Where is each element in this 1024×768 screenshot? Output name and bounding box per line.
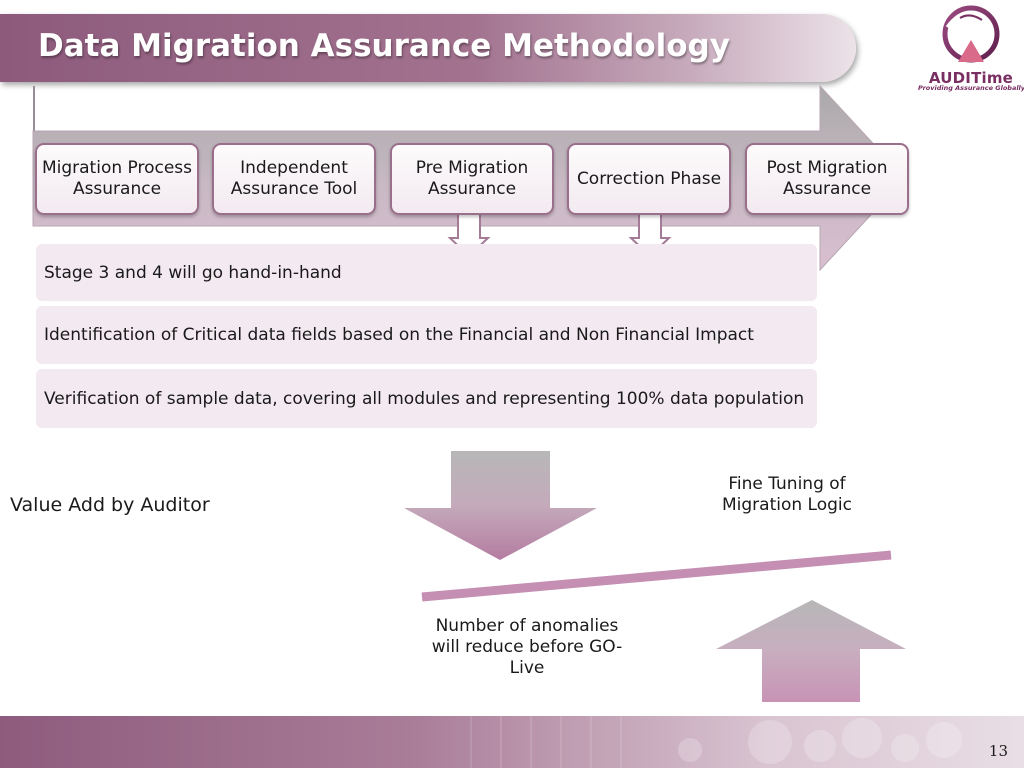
value-add-label: Value Add by Auditor [10, 494, 210, 516]
stage-independent-assurance-tool: Independent Assurance Tool [212, 143, 376, 215]
fine-tuning-label: Fine Tuning of Migration Logic [722, 474, 852, 515]
title-banner [0, 14, 856, 82]
detail-row-critical-fields: Identification of Critical data fields b… [36, 306, 817, 364]
logo-name: AUDITime [928, 69, 1014, 87]
detail-row-sample-verification: Verification of sample data, covering al… [36, 369, 817, 428]
stage-pre-migration-assurance: Pre Migration Assurance [390, 143, 554, 215]
stage-post-migration-assurance: Post Migration Assurance [745, 143, 909, 215]
anomalies-label: Number of anomalies will reduce before G… [431, 616, 623, 678]
page-title: Data Migration Assurance Methodology [38, 28, 730, 64]
stage-migration-process-assurance: Migration Process Assurance [35, 143, 199, 215]
footer-decoration [470, 716, 962, 768]
detail-row-stage-3-4: Stage 3 and 4 will go hand-in-hand [36, 244, 817, 301]
logo-tagline: Providing Assurance Globally [918, 84, 1024, 92]
auditime-logo [942, 5, 1000, 63]
footer-band [0, 716, 1024, 768]
stage-correction-phase: Correction Phase [567, 143, 731, 215]
page-number: 13 [988, 742, 1008, 760]
